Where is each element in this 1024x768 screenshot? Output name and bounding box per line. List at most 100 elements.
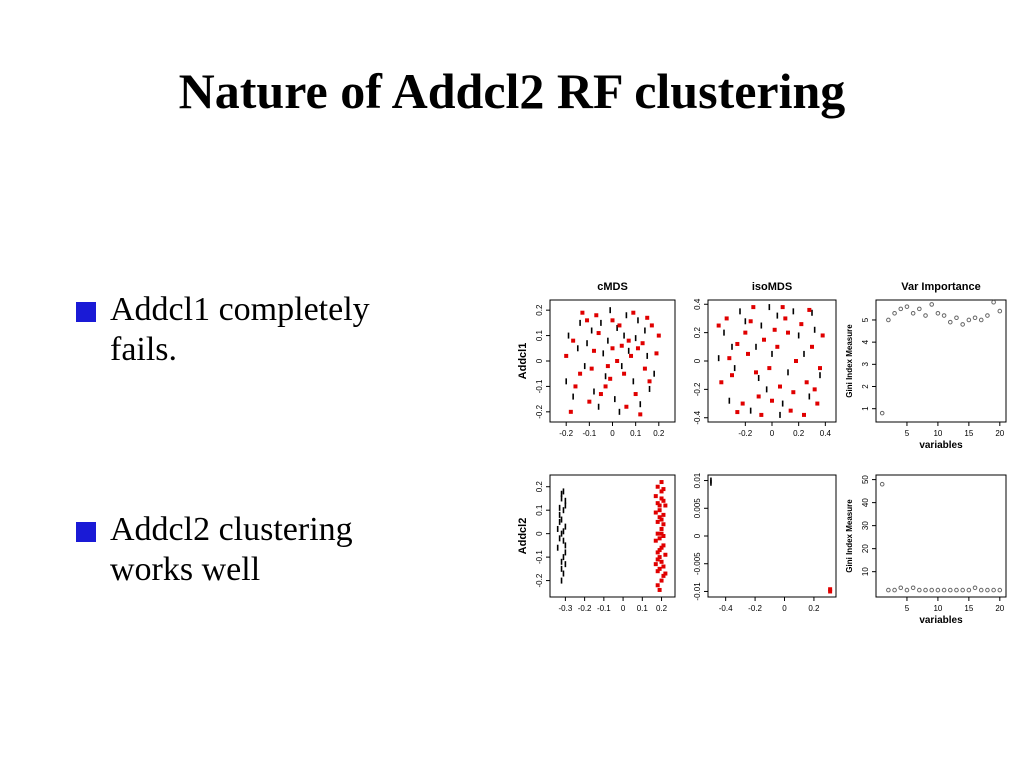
data-point-circle xyxy=(997,308,1003,314)
data-point-square xyxy=(655,583,660,588)
data-point-square xyxy=(655,557,660,562)
y-tick-label: 0.005 xyxy=(693,498,702,519)
data-point-square xyxy=(571,338,576,343)
plot-frame xyxy=(875,299,1007,423)
data-point-square xyxy=(654,351,659,356)
data-point-square xyxy=(655,501,660,506)
x-tick-label: 0 xyxy=(782,604,787,613)
data-point-circle xyxy=(923,587,928,593)
data-point-circle xyxy=(978,587,984,593)
data-point-circle xyxy=(941,587,947,593)
x-tick-label: 10 xyxy=(933,604,942,613)
x-tick-label: 0.2 xyxy=(808,604,820,613)
x-tick-label: 15 xyxy=(964,429,973,438)
data-point-circle xyxy=(935,587,941,593)
plot-frame xyxy=(549,474,676,598)
data-point-square xyxy=(603,384,608,389)
x-tick-label: 0 xyxy=(610,429,615,438)
data-point-circle xyxy=(886,317,891,323)
x-tick-label: -0.3 xyxy=(558,604,572,613)
x-tick-label: 15 xyxy=(964,604,973,613)
data-point-square xyxy=(727,356,732,361)
data-point-square xyxy=(629,353,634,358)
square-bullet-icon xyxy=(76,302,96,322)
data-point-square xyxy=(754,370,758,375)
data-point-square xyxy=(655,550,660,555)
x-tick-label: -0.2 xyxy=(578,604,592,613)
x-tick-label: 0.2 xyxy=(793,429,805,438)
data-point-square xyxy=(655,519,660,524)
data-point-circle xyxy=(879,410,885,416)
x-tick-label: 5 xyxy=(905,604,910,613)
data-point-circle xyxy=(991,587,996,593)
x-tick-label: 20 xyxy=(995,604,1004,613)
bullet-item-addcl1: Addcl1 completely fails. xyxy=(76,290,436,370)
data-point-square xyxy=(802,412,806,417)
x-tick-label: -0.1 xyxy=(597,604,611,613)
y-tick-label: 0 xyxy=(693,358,702,363)
data-point-square xyxy=(624,404,629,409)
y-axis-label: Addcl2 xyxy=(517,518,529,555)
data-point-square xyxy=(657,587,662,592)
data-point-square xyxy=(786,330,790,335)
data-point-circle xyxy=(886,587,891,593)
data-point-square xyxy=(828,587,833,592)
data-point-square xyxy=(568,409,573,414)
x-tick-label: 0.1 xyxy=(630,429,642,438)
data-point-square xyxy=(657,536,662,541)
data-point-square xyxy=(828,589,833,594)
y-tick-label: 0.2 xyxy=(535,481,544,493)
data-point-square xyxy=(659,489,664,494)
data-point-square xyxy=(653,510,658,515)
y-tick-label: -0.2 xyxy=(535,573,544,587)
data-point-square xyxy=(647,379,652,384)
data-point-circle xyxy=(941,313,947,318)
data-point-square xyxy=(659,545,664,550)
data-point-square xyxy=(649,323,654,328)
slide-title: Nature of Addcl2 RF clustering xyxy=(178,63,846,119)
data-point-square xyxy=(610,318,615,323)
x-tick-label: -0.4 xyxy=(719,604,733,613)
y-axis-label: Addcl1 xyxy=(517,343,529,380)
data-point-square xyxy=(759,412,764,417)
data-point-square xyxy=(659,480,664,485)
data-point-square xyxy=(642,366,647,371)
data-point-square xyxy=(596,331,601,336)
data-point-square xyxy=(810,344,814,349)
data-point-square xyxy=(716,323,721,328)
data-point-square xyxy=(659,559,664,564)
data-point-square xyxy=(751,305,756,310)
data-point-square xyxy=(663,503,668,508)
data-point-circle xyxy=(960,587,965,593)
x-tick-label: 0.2 xyxy=(653,429,665,438)
square-bullet-icon xyxy=(76,522,96,542)
data-point-square xyxy=(659,526,664,531)
data-point-square xyxy=(818,366,822,371)
y-tick-label: 0.1 xyxy=(535,329,544,341)
data-point-square xyxy=(655,569,660,574)
y-axis-label: Gini Index Measure xyxy=(845,499,854,573)
data-point-circle xyxy=(898,306,904,312)
data-point-square xyxy=(775,344,780,349)
data-point-circle xyxy=(904,587,910,593)
data-point-square xyxy=(663,552,668,557)
data-point-square xyxy=(740,401,745,406)
data-point-square xyxy=(788,408,793,413)
data-point-square xyxy=(578,371,583,376)
x-tick-label: -0.2 xyxy=(748,604,762,613)
data-point-square xyxy=(743,330,748,335)
data-point-square xyxy=(598,392,603,397)
data-point-square xyxy=(631,310,636,315)
y-tick-label: 3 xyxy=(861,362,870,367)
y-tick-label: 0.4 xyxy=(693,298,702,310)
y-tick-label: -0.1 xyxy=(535,550,544,564)
data-point-square xyxy=(804,380,809,385)
data-point-square xyxy=(661,543,666,548)
y-tick-label: 0.2 xyxy=(693,327,702,339)
data-point-square xyxy=(653,562,658,567)
data-point-square xyxy=(791,390,796,395)
data-point-square xyxy=(772,327,777,332)
